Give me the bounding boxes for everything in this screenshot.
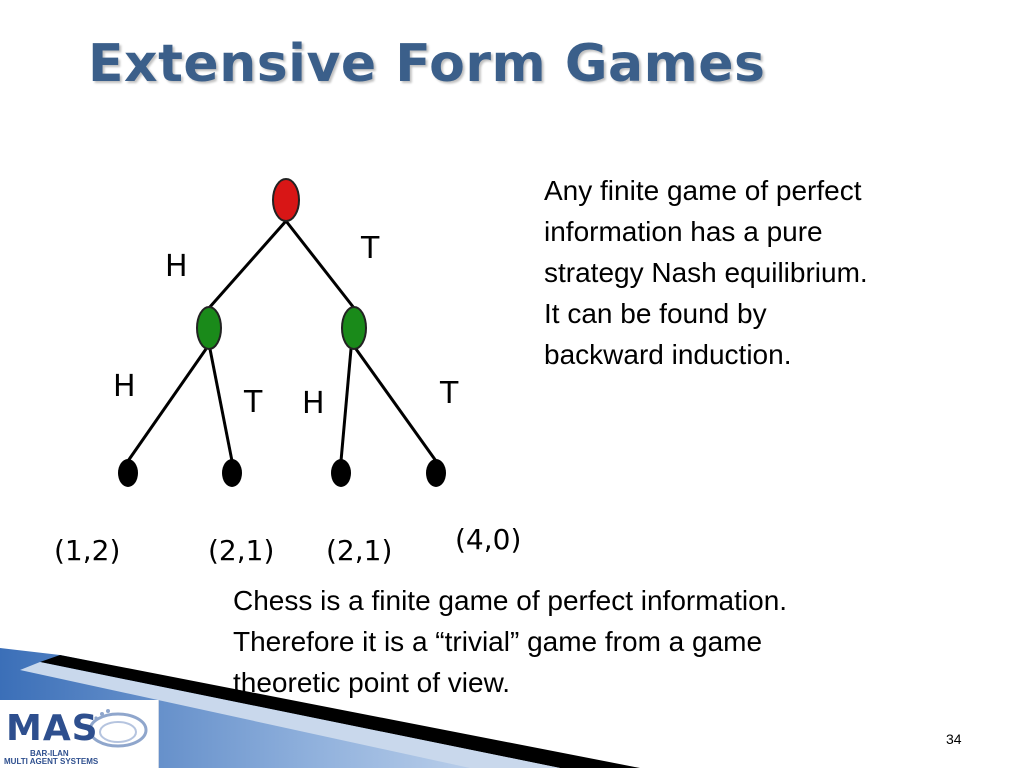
tree-edges xyxy=(126,220,438,462)
payoff-label: (1,2) xyxy=(54,534,120,567)
player2-node-left xyxy=(196,306,222,350)
payoff-label: (2,1) xyxy=(326,534,392,567)
logo-swirl-icon xyxy=(88,709,148,748)
terminal-node xyxy=(118,459,138,487)
edge-label-left-t: T xyxy=(243,385,263,420)
edge-label-root-t: T xyxy=(360,231,380,266)
edge-right-right xyxy=(354,348,438,462)
slide-title: Extensive Form Games xyxy=(88,34,766,94)
edge-label-left-h: H xyxy=(113,369,136,404)
side-text-line: strategy Nash equilibrium. xyxy=(544,257,868,288)
terminal-node xyxy=(222,459,242,487)
logo-text: MAS xyxy=(6,708,99,749)
bottom-text-line: theoretic point of view. xyxy=(233,667,511,698)
edge-label-right-t: T xyxy=(439,376,459,411)
edge-left-right xyxy=(208,348,234,462)
bottom-text: Chess is a finite game of perfect inform… xyxy=(233,580,787,703)
footer-black-swoosh xyxy=(40,655,640,768)
edge-root-right xyxy=(284,220,356,309)
bottom-text-line: Therefore it is a “trivial” game from a … xyxy=(233,626,763,657)
side-text: Any finite game of perfect information h… xyxy=(544,170,868,375)
side-text-line: Any finite game of perfect xyxy=(544,175,862,206)
edge-right-left xyxy=(339,348,353,462)
game-tree-diagram: H T H T H T (1,2) (2,1) (2,1) (4,0) xyxy=(54,178,521,567)
side-text-line: It can be found by xyxy=(544,298,767,329)
payoff-label: (2,1) xyxy=(208,534,274,567)
side-text-line: information has a pure xyxy=(544,216,823,247)
terminal-node xyxy=(426,459,446,487)
payoff-label: (4,0) xyxy=(455,523,521,556)
edge-left-left xyxy=(126,348,208,462)
root-node xyxy=(272,178,300,222)
terminal-node xyxy=(331,459,351,487)
logo-subtitle: BAR-ILAN xyxy=(30,749,69,758)
mas-logo: MAS BAR-ILAN MULTI AGENT SYSTEMS xyxy=(0,700,159,768)
logo-subtitle: MULTI AGENT SYSTEMS xyxy=(4,757,99,766)
bottom-text-line: Chess is a finite game of perfect inform… xyxy=(233,585,788,616)
player2-node-right xyxy=(341,306,367,350)
edge-root-left xyxy=(207,220,288,309)
footer-light-swoosh xyxy=(20,662,560,768)
edge-label-root-h: H xyxy=(165,249,188,284)
page-number: 34 xyxy=(946,731,962,747)
side-text-line: backward induction. xyxy=(544,339,792,370)
edge-label-right-h: H xyxy=(302,386,325,421)
